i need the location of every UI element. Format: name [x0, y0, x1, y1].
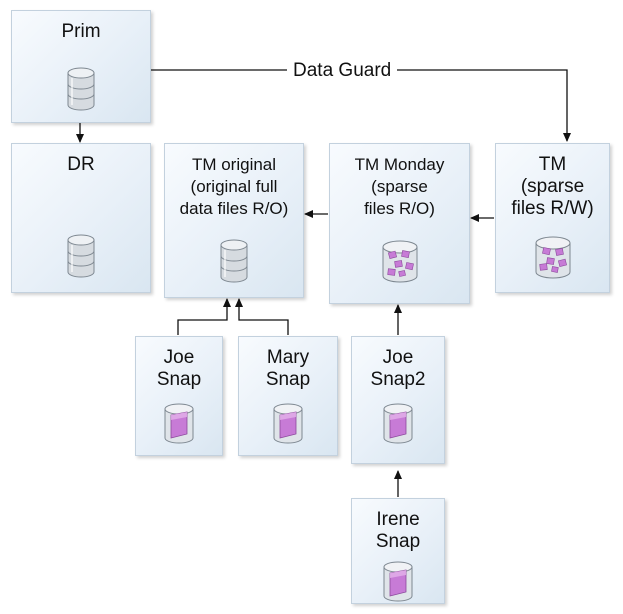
- node-label-joe-snap2: Joe Snap2: [370, 347, 426, 390]
- edge-joe-snap-to-tm-original: [177, 298, 231, 335]
- data-guard-label: Data Guard: [287, 60, 398, 82]
- node-joe-snap: Joe Snap: [135, 336, 223, 456]
- node-prim: Prim: [11, 10, 151, 123]
- node-label-dr: DR: [67, 154, 95, 175]
- database-icon: [67, 234, 95, 278]
- node-tm-monday: TM Monday (sparse files R/O): [329, 143, 470, 304]
- edge-mary-snap-to-tm-original: [235, 298, 289, 335]
- sparse-database-icon: [535, 236, 570, 279]
- sparse-database-icon: [382, 240, 417, 283]
- snapshot-icon: [164, 403, 194, 444]
- node-joe-snap2: Joe Snap2: [351, 336, 445, 464]
- node-label-mary-snap: Mary Snap: [265, 347, 311, 390]
- node-tm: TM (sparse files R/W): [495, 143, 610, 293]
- snapshot-icon: [383, 561, 413, 602]
- node-mary-snap: Mary Snap: [238, 336, 338, 456]
- node-dr: DR: [11, 143, 151, 293]
- snapshot-icon: [273, 403, 303, 444]
- database-icon: [220, 239, 248, 283]
- node-label-tm: TM (sparse files R/W): [511, 154, 594, 219]
- node-label-tm-original: TM original (original full data files R/…: [179, 155, 289, 218]
- node-label-irene-snap: Irene Snap: [375, 509, 421, 552]
- database-icon: [67, 67, 95, 111]
- node-label-joe-snap: Joe Snap: [156, 347, 202, 390]
- node-label-tm-monday: TM Monday (sparse files R/O): [354, 155, 445, 218]
- node-tm-original: TM original (original full data files R/…: [164, 143, 304, 298]
- node-label-prim: Prim: [61, 21, 101, 42]
- snapshot-icon: [383, 403, 413, 444]
- node-irene-snap: Irene Snap: [351, 498, 445, 604]
